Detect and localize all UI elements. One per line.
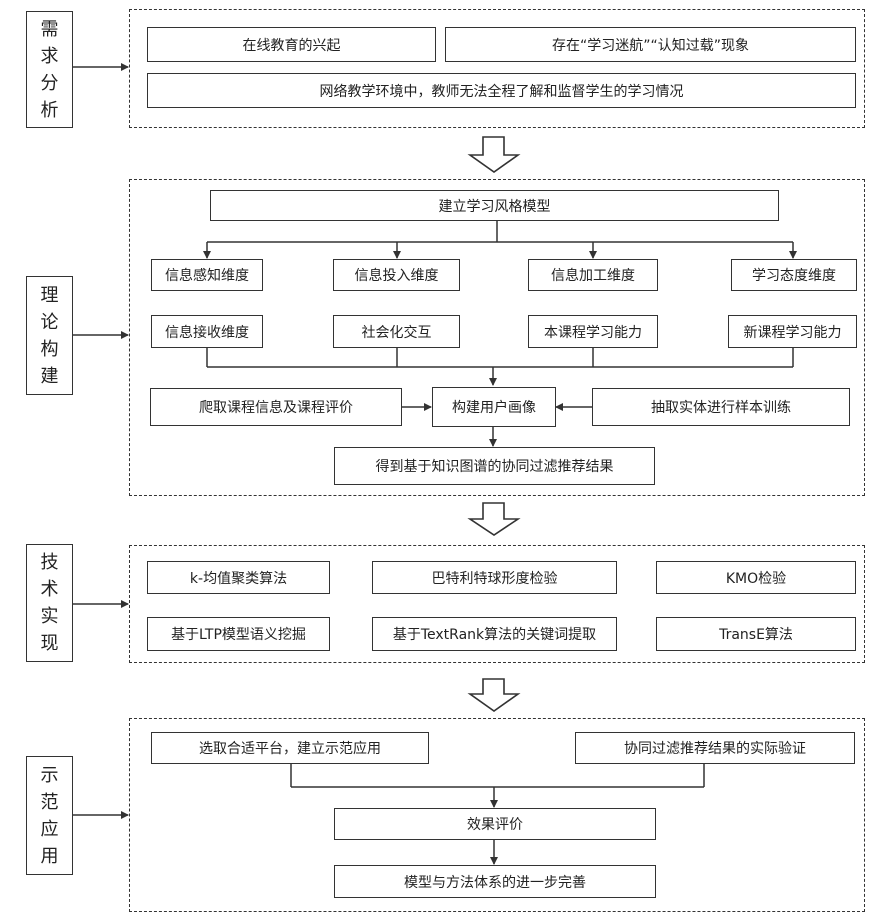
node-ltp-semantic-mining: 基于LTP模型语义挖掘 [147,617,330,651]
node-further-improvement: 模型与方法体系的进一步完善 [334,865,656,898]
stage-label: 需求分析 [40,18,59,121]
node-learning-lost-overload: 存在“学习迷航”“认知过载”现象 [445,27,856,62]
node-dimension-2: 信息投入维度 [333,259,460,291]
transition-arrow-1 [467,136,521,173]
transition-arrow-3 [467,678,521,712]
node-sub-dimension-4: 新课程学习能力 [728,315,857,348]
stage-tech-implementation: 技术实现 [26,544,73,662]
node-dimension-1: 信息感知维度 [151,259,263,291]
node-effect-evaluation: 效果评价 [334,808,656,840]
node-sub-dimension-2: 社会化交互 [333,315,460,348]
node-transe: TransE算法 [656,617,856,651]
node-verify-results: 协同过滤推荐结果的实际验证 [575,732,855,764]
node-bartlett-test: 巴特利特球形度检验 [372,561,617,594]
stage-theory-construction: 理论构建 [26,276,73,395]
node-textrank-keywords: 基于TextRank算法的关键词提取 [372,617,617,651]
node-dimension-4: 学习态度维度 [731,259,857,291]
node-sub-dimension-1: 信息接收维度 [151,315,263,348]
node-teacher-supervision-issue: 网络教学环境中，教师无法全程了解和监督学生的学习情况 [147,73,856,108]
node-kg-cf-result: 得到基于知识图谱的协同过滤推荐结果 [334,447,655,485]
node-entity-sample-training: 抽取实体进行样本训练 [592,388,850,426]
frame-tech [129,545,865,663]
node-online-education-rise: 在线教育的兴起 [147,27,436,62]
frame-demand [129,9,865,128]
node-learning-style-model: 建立学习风格模型 [210,190,779,221]
transition-arrow-2 [467,502,521,536]
node-user-profile: 构建用户画像 [432,387,556,427]
stage-label: 理论构建 [40,284,59,387]
node-kmo-test: KMO检验 [656,561,856,594]
node-dimension-3: 信息加工维度 [528,259,658,291]
node-kmeans: k-均值聚类算法 [147,561,330,594]
stage-demand-analysis: 需求分析 [26,11,73,128]
stage-label: 技术实现 [40,552,59,654]
node-sub-dimension-3: 本课程学习能力 [528,315,658,348]
node-select-platform: 选取合适平台，建立示范应用 [151,732,429,764]
frame-theory [129,179,865,496]
stage-label: 示范应用 [40,764,59,867]
stage-demo-application: 示范应用 [26,756,73,875]
frame-demo [129,718,865,912]
node-crawl-course-info: 爬取课程信息及课程评价 [150,388,402,426]
